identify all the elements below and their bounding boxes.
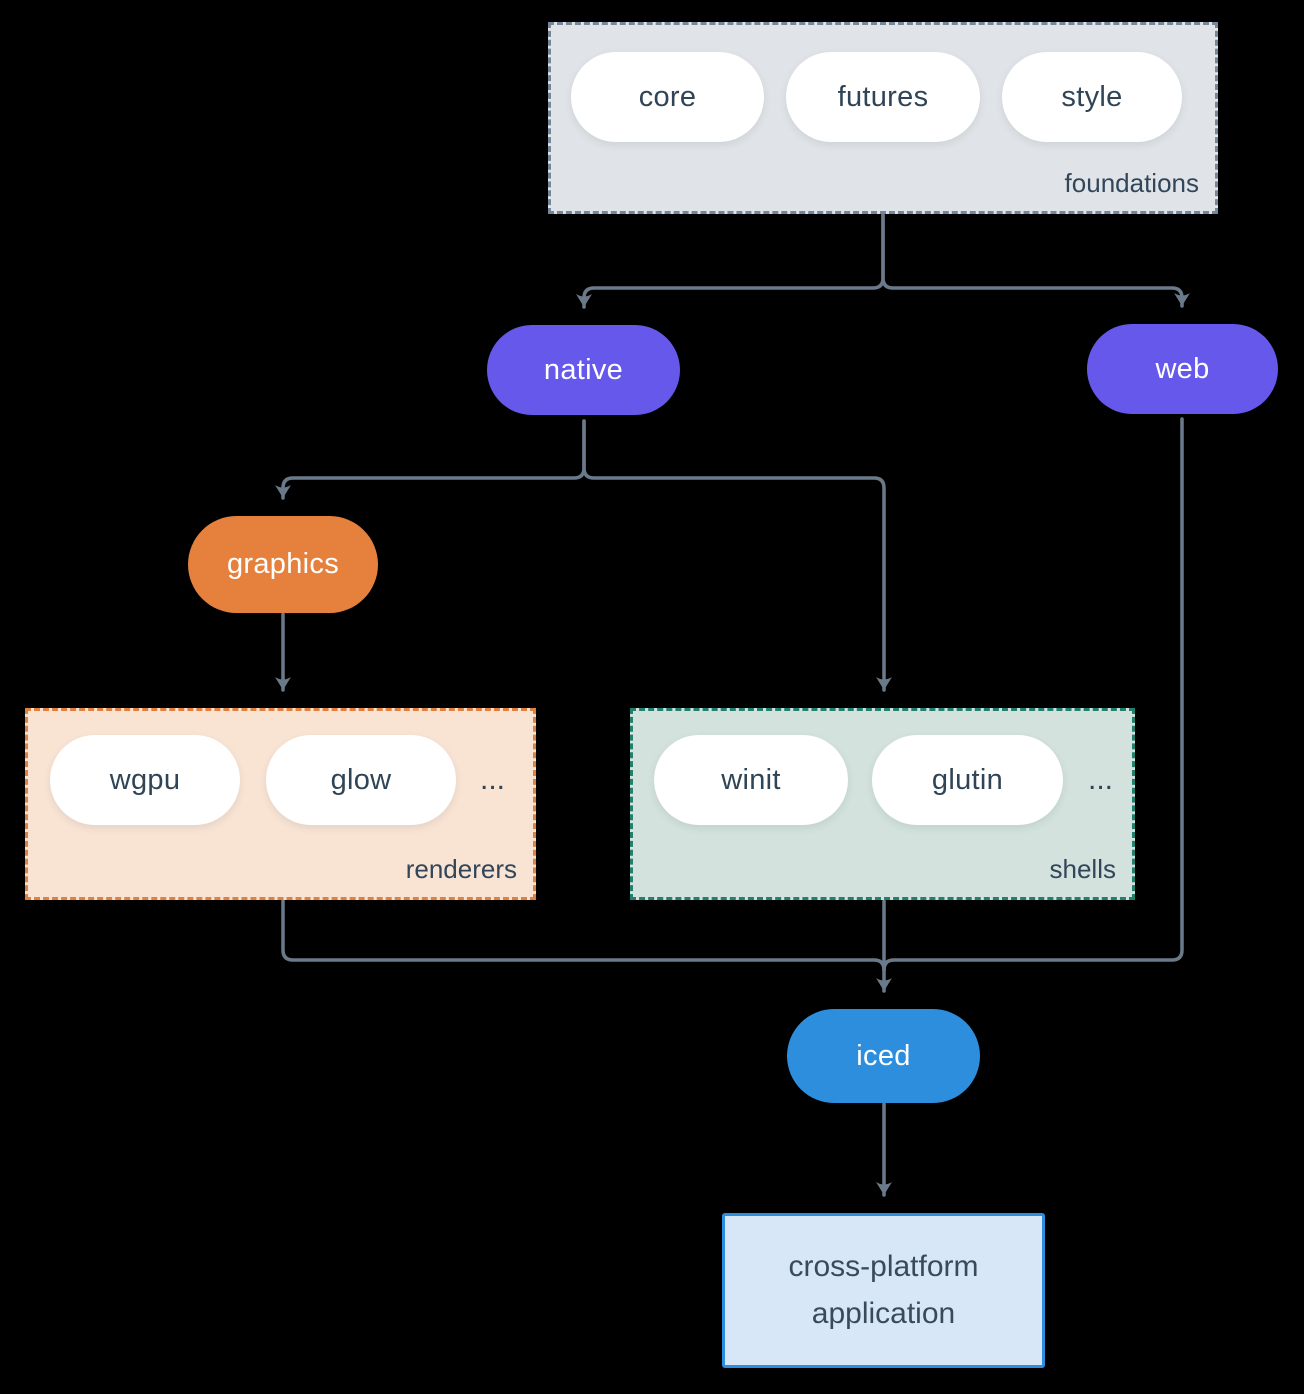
group-foundations-label: foundations: [1064, 168, 1199, 198]
connector-foundations-native: [576, 213, 885, 309]
node-iced: iced: [787, 1009, 980, 1103]
group-shells: winit glutin ... shells: [630, 708, 1135, 900]
application-label-line2: application: [811, 1296, 956, 1330]
application-label-line1: cross-platform: [788, 1250, 979, 1283]
group-renderers-label: renderers: [405, 854, 517, 884]
group-shells-label: shells: [1049, 854, 1116, 884]
node-style: style: [1002, 52, 1182, 142]
node-web: web: [1087, 324, 1278, 414]
node-glutin: glutin: [872, 735, 1063, 825]
group-renderers: wgpu glow ... renderers: [25, 708, 536, 900]
node-glow: glow: [266, 735, 456, 825]
connector-native-graphics: [275, 419, 586, 500]
node-native: native: [487, 325, 680, 415]
node-graphics: graphics: [188, 516, 378, 613]
group-foundations: core futures style foundations: [548, 22, 1218, 214]
renderers-ellipsis: ...: [480, 763, 506, 796]
node-winit: winit: [654, 735, 848, 825]
connector-renderers-merge: [281, 899, 886, 972]
shells-ellipsis: ...: [1088, 763, 1114, 796]
connector-native-shells: [582, 419, 892, 692]
node-wgpu: wgpu: [50, 735, 240, 825]
node-futures: futures: [786, 52, 980, 142]
connector-foundations-web: [881, 213, 1190, 308]
node-cross-platform-application: cross-platform application: [722, 1213, 1045, 1368]
node-core: core: [571, 52, 764, 142]
